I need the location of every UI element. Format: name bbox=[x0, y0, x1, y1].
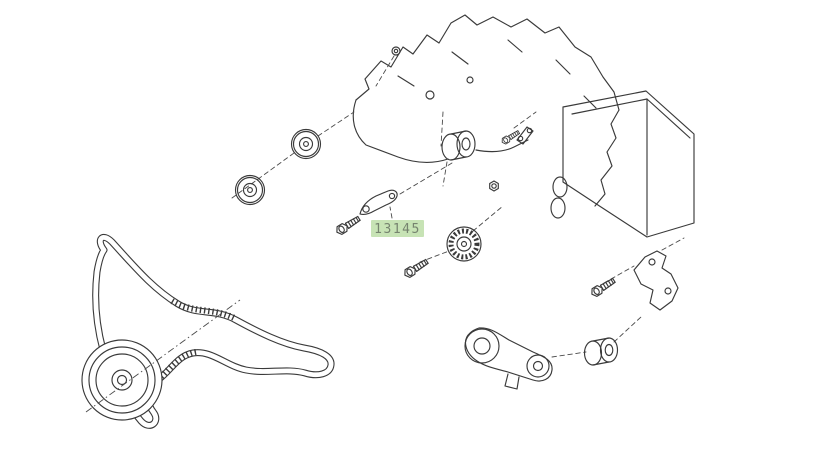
part-13145-bracket-arm[interactable] bbox=[359, 189, 398, 215]
pulley-outer-circle bbox=[81, 339, 163, 421]
guide-line bbox=[472, 205, 504, 232]
engine-detail-line bbox=[507, 39, 523, 53]
guide-line bbox=[419, 250, 450, 263]
crankshaft-pulley bbox=[81, 339, 163, 421]
sprocket-hub-circle bbox=[456, 236, 472, 252]
bracket-outline-path bbox=[633, 250, 679, 311]
pulley-rim-circle bbox=[290, 128, 322, 160]
clip-hole-circle bbox=[517, 135, 524, 142]
engine-boss-circle bbox=[466, 76, 474, 84]
roller-side-line bbox=[592, 361, 610, 366]
engine-boss-circle bbox=[425, 90, 435, 100]
bracket-hole-circle bbox=[648, 258, 656, 266]
clip-hole-circle bbox=[526, 127, 533, 134]
engine-lower-mid-path bbox=[475, 139, 529, 153]
guide-line bbox=[317, 111, 355, 137]
toothed-idler-sprocket bbox=[446, 226, 482, 262]
tensioner-pulley-hub-circle bbox=[473, 337, 491, 355]
bracket-hole-circle bbox=[664, 287, 672, 295]
roller-bore-ellipse bbox=[461, 137, 471, 151]
tensioner-pivot-circle bbox=[526, 354, 550, 378]
engine-detail-line bbox=[451, 51, 469, 65]
idler-pulley-left bbox=[234, 174, 266, 206]
roller-side-line bbox=[450, 156, 467, 161]
pulley-hub-circle bbox=[298, 136, 314, 152]
belt-tensioner-assembly bbox=[464, 327, 553, 390]
panel-port-ellipse bbox=[552, 176, 568, 198]
roller-side-line bbox=[450, 130, 467, 135]
hex-nut bbox=[489, 180, 499, 192]
bracket-arm-path bbox=[359, 189, 398, 215]
belt-teeth-path bbox=[154, 348, 197, 384]
roller-side-line bbox=[592, 337, 610, 342]
engine-block-outline bbox=[352, 14, 620, 207]
part-label-highlight bbox=[371, 220, 424, 237]
pulley-hub-circle bbox=[242, 182, 258, 198]
clip-body-path bbox=[516, 126, 534, 145]
sprocket-teeth-ring bbox=[448, 228, 480, 260]
guide-line bbox=[440, 111, 444, 147]
bracket-arm-hole-circle bbox=[388, 192, 396, 200]
label-leader-line bbox=[389, 206, 393, 219]
engine-detail-line bbox=[555, 59, 571, 75]
guide-line bbox=[399, 162, 453, 195]
pulley-center-circle bbox=[247, 187, 253, 193]
pulley-hub-circle bbox=[111, 369, 133, 391]
nut-hex-polygon bbox=[489, 180, 499, 192]
engine-top-fitting-hole bbox=[393, 48, 399, 54]
roller-bore-ellipse bbox=[604, 343, 614, 357]
mounting-bracket bbox=[633, 250, 679, 311]
engine-lower-left-path bbox=[352, 99, 449, 164]
sprocket-outline-circle bbox=[446, 226, 482, 262]
pulley-rim-circle bbox=[292, 130, 320, 158]
guide-line bbox=[375, 55, 395, 87]
tensioner-pulley-circle bbox=[464, 328, 500, 364]
part-label-text: 13145 bbox=[374, 222, 421, 237]
crankshaft-axis-guide-line bbox=[85, 299, 241, 413]
guide-line bbox=[661, 237, 685, 251]
timing-cover-panel bbox=[550, 90, 695, 238]
idler-roller-right bbox=[583, 337, 619, 366]
guide-line bbox=[613, 316, 642, 343]
pulley-center-circle bbox=[116, 374, 128, 386]
nut-hole-circle bbox=[491, 183, 497, 189]
part-label-13145[interactable]: 13145 bbox=[371, 206, 424, 237]
guide-line bbox=[231, 152, 295, 199]
pulley-groove-circle bbox=[95, 353, 149, 407]
panel-outline-path bbox=[562, 90, 695, 238]
roller-center bbox=[441, 130, 476, 161]
engine-top-fitting bbox=[391, 46, 401, 56]
tensioner-body-path bbox=[464, 327, 553, 382]
engine-right-jagged-path bbox=[594, 109, 620, 207]
pulley-rim-circle bbox=[236, 176, 264, 204]
retainer-clip bbox=[516, 126, 534, 145]
pulley-center-circle bbox=[303, 141, 309, 147]
tensioner-pivot-hole-circle bbox=[532, 360, 544, 372]
guide-line bbox=[442, 161, 448, 187]
guide-line bbox=[603, 265, 635, 284]
engine-top-jagged-path bbox=[355, 14, 620, 111]
guide-line bbox=[551, 351, 587, 358]
assembly-guide-lines bbox=[231, 55, 685, 358]
engine-detail-line bbox=[397, 75, 415, 87]
pulley-rim-circle bbox=[234, 174, 266, 206]
tensioner-foot-path bbox=[504, 373, 520, 390]
sprocket-center-circle bbox=[460, 240, 468, 248]
bracket-arm-hole-circle bbox=[362, 205, 370, 213]
guide-line bbox=[513, 111, 537, 129]
pulley-groove-circle bbox=[88, 346, 156, 414]
idler-pulley-upper bbox=[290, 128, 322, 160]
panel-port-ellipse bbox=[550, 197, 566, 219]
